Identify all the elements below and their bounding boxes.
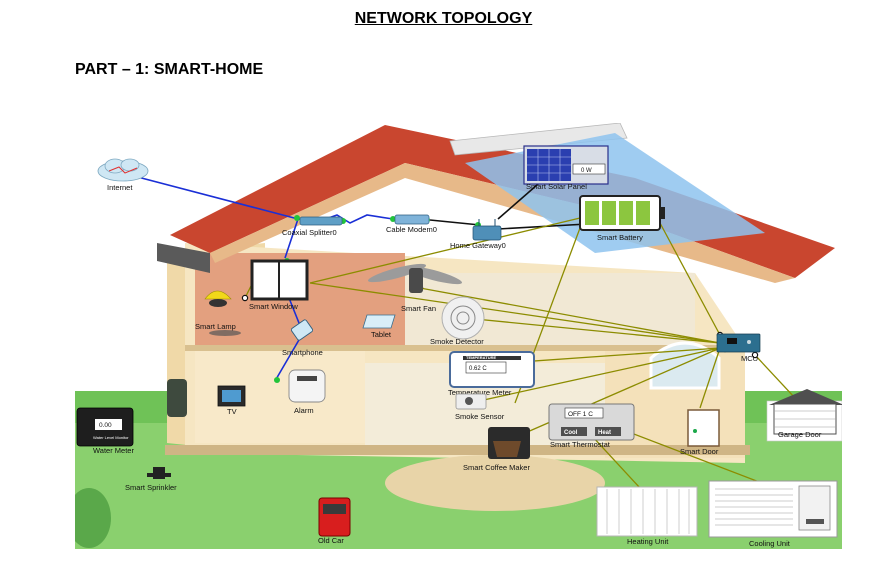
smart-door-label: Smart Door (680, 447, 719, 456)
tablet-icon[interactable] (362, 314, 396, 329)
document-title: NETWORK TOPOLOGY (354, 10, 533, 27)
smart-lamp-icon[interactable] (204, 290, 241, 336)
cooling-unit-label: Cooling Unit (749, 539, 791, 548)
internet-cloud-icon[interactable] (97, 158, 149, 182)
ground-slab (165, 445, 750, 455)
smart-window-label: Smart Window (249, 302, 298, 311)
smart-fan-icon[interactable] (367, 260, 464, 293)
garage-door-icon[interactable] (769, 389, 842, 435)
water-meter-icon[interactable] (76, 407, 134, 447)
smart-fan-label: Smart Fan (401, 304, 436, 313)
link-smoke-mcu (464, 317, 721, 344)
water-meter-label: Water Meter (93, 446, 134, 455)
tablet-label: Tablet (371, 330, 392, 339)
roof-pipe (449, 123, 628, 156)
thermostat-display: OFF 1 C (568, 411, 593, 418)
coaxial-splitter-icon[interactable] (299, 216, 343, 226)
porch-roof (157, 243, 210, 273)
cable-modem-label: Cable Modem0 (386, 225, 437, 234)
roof-underside (210, 163, 795, 283)
floor-slab (185, 345, 745, 351)
bush-left (75, 488, 111, 548)
garage-door-label: Garage Door (778, 430, 822, 439)
heating-unit-icon[interactable] (596, 486, 698, 537)
topology-diagram: Internet Coaxial Splitter0 Cable Modem0 … (75, 123, 842, 549)
smart-sprinkler-label: Smart Sprinkler (125, 483, 177, 492)
temperature-header: TEMPERATURE (466, 355, 496, 360)
link-sensor-mcu (469, 347, 721, 404)
arched-window (649, 341, 721, 390)
smart-thermostat-icon[interactable] (548, 403, 635, 441)
battery-label: Smart Battery (597, 233, 643, 242)
tv-icon[interactable] (217, 385, 246, 407)
solar-panel-display: 0 W (581, 168, 592, 174)
link-phone-tv (274, 332, 304, 382)
smart-sprinkler-icon[interactable] (147, 467, 171, 479)
mcu-board-icon[interactable] (716, 333, 761, 353)
link-battery-mcu (659, 222, 721, 336)
smart-door-icon[interactable] (687, 409, 720, 447)
internet-label: Internet (107, 183, 133, 192)
smoke-detector-icon[interactable] (441, 296, 485, 340)
smart-thermostat-label: Smart Thermostat (550, 440, 611, 449)
section-title: PART – 1: SMART-HOME (75, 61, 264, 78)
cable-modem-icon[interactable] (394, 214, 430, 225)
cooling-unit-icon[interactable] (708, 480, 838, 538)
home-gateway-label: Home Gateway0 (450, 241, 506, 250)
rug (385, 455, 605, 511)
link-modem-gateway (429, 219, 481, 226)
smoke-sensor-label: Smoke Sensor (455, 412, 505, 421)
link-mcu-door (699, 347, 721, 409)
solar-panel-icon[interactable] (523, 145, 609, 185)
alarm-icon[interactable] (288, 369, 326, 403)
old-car-icon[interactable] (318, 497, 351, 537)
smartphone-label: Smartphone (282, 348, 323, 357)
smart-window-icon[interactable] (250, 259, 309, 301)
link-temp-mcu (504, 347, 721, 364)
link-splitter-window (284, 218, 299, 259)
link-internet-splitter (129, 174, 299, 220)
alarm-label: Alarm (294, 406, 314, 415)
link-mcu-garage (754, 354, 796, 399)
smartphone-icon[interactable] (290, 319, 314, 341)
old-car-label: Old Car (318, 536, 344, 545)
temperature-value: 0.62 C (469, 366, 487, 372)
home-gateway-icon[interactable] (472, 219, 502, 241)
link-gateway-solar (497, 177, 546, 220)
battery-icon[interactable] (579, 195, 665, 231)
link-window-mcu (309, 282, 721, 344)
link-fan-mcu (419, 287, 721, 344)
temperature-meter-label: Temperature Meter (448, 388, 512, 397)
thermostat-heat-button[interactable]: Heat (598, 430, 611, 436)
coffee-maker-label: Smart Coffee Maker (463, 463, 530, 472)
smoke-detector-label: Smoke Detector (430, 337, 484, 346)
rain-barrel (167, 379, 187, 417)
solar-panel-label: Smart Solar Panel (526, 182, 587, 191)
coffee-maker-icon[interactable] (488, 427, 530, 459)
water-meter-value: 0.00 (99, 422, 112, 429)
tv-label: TV (227, 407, 237, 416)
heating-unit-label: Heating Unit (627, 537, 669, 546)
smoke-sensor-icon[interactable] (455, 393, 487, 410)
coaxial-splitter-label: Coaxial Splitter0 (282, 228, 337, 237)
temperature-meter-icon[interactable] (449, 351, 535, 388)
roof (170, 125, 835, 278)
link-window-battery (309, 217, 581, 284)
smart-lamp-label: Smart Lamp (195, 322, 236, 331)
mcu-label: MCU (741, 354, 758, 363)
water-level-monitor-label: Water Level Monitor (93, 435, 129, 440)
thermostat-cool-button[interactable]: Cool (564, 430, 578, 436)
